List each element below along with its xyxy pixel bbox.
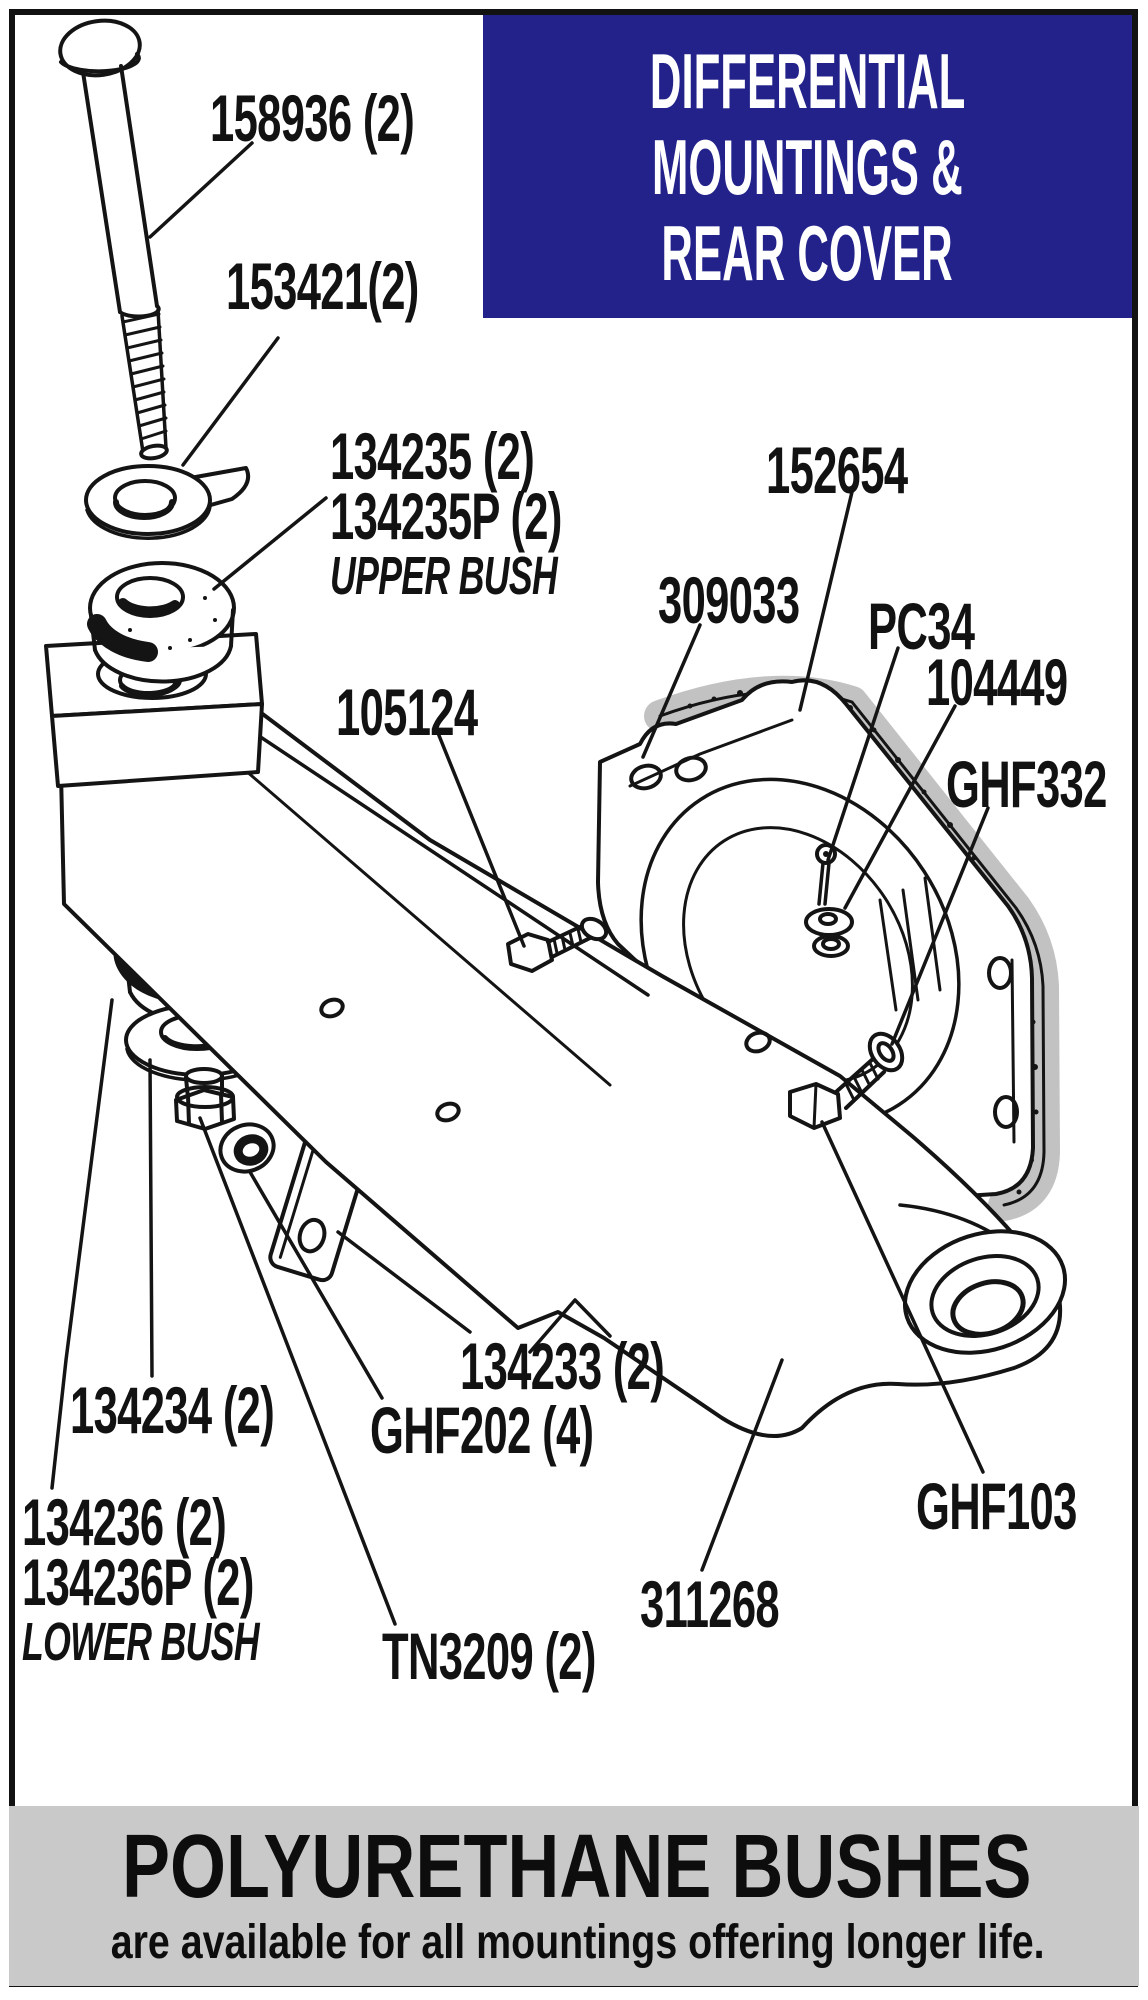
bolt-158936-drawing	[58, 18, 169, 461]
banner-heading: POLYURETHANE BUSHES	[122, 1817, 1032, 1917]
part-label-ghf202: GHF202 (4)	[370, 1393, 594, 1467]
part-label-134235-line1: 134235 (2)	[330, 419, 535, 493]
polyurethane-banner: POLYURETHANE BUSHES are available for al…	[9, 1806, 1139, 1986]
part-label-311268: 311268	[640, 1567, 780, 1641]
part-label-ghf103: GHF103	[916, 1469, 1077, 1543]
part-label-158936: 158936 (2)	[210, 81, 415, 155]
page-title-line-1: DIFFERENTIAL	[649, 36, 966, 125]
part-label-153421: 153421(2)	[226, 249, 419, 323]
part-label-105124: 105124	[336, 675, 478, 749]
part-label-134236-line1: 134236 (2)	[22, 1485, 227, 1559]
leader-lines	[50, 141, 990, 1626]
bolt-105124-drawing	[506, 916, 609, 973]
part-label-134234: 134234 (2)	[70, 1373, 275, 1447]
title-block: DIFFERENTIAL MOUNTINGS & REAR COVER	[483, 15, 1132, 318]
part-label-pc34: PC34	[868, 589, 975, 663]
part-label-134233: 134233 (2)	[460, 1329, 665, 1403]
stud-and-nut-drawing	[174, 1067, 236, 1131]
upper-bush-drawing	[87, 561, 236, 684]
part-label-134235-line2: 134235P (2)	[330, 479, 562, 553]
page-title-line-3: REAR COVER	[661, 208, 954, 297]
pc34-pin-drawing	[815, 843, 837, 906]
washer-153421-drawing	[84, 464, 251, 540]
part-label-tn3209: TN3209 (2)	[382, 1619, 596, 1693]
bolt-ghf332-drawing	[788, 1031, 905, 1130]
part-label-104449: 104449	[926, 645, 1068, 719]
part-label-ghf332: GHF332	[946, 747, 1107, 821]
part-label-upper-bush: UPPER BUSH	[330, 546, 558, 606]
part-label-134236: 134236 (2) 134236P (2) LOWER BUSH	[22, 1485, 260, 1672]
washer-104449-drawing	[804, 907, 854, 958]
banner-subheading: are available for all mountings offering…	[110, 1916, 1045, 1969]
part-label-309033: 309033	[658, 563, 800, 637]
part-label-134235: 134235 (2) 134235P (2) UPPER BUSH	[330, 419, 562, 606]
grommet-drawing	[218, 1122, 276, 1174]
part-label-lower-bush: LOWER BUSH	[22, 1612, 260, 1672]
part-label-134236-line2: 134236P (2)	[22, 1545, 254, 1619]
page-title-line-2: MOUNTINGS &	[652, 122, 963, 211]
part-label-152654: 152654	[766, 433, 908, 507]
